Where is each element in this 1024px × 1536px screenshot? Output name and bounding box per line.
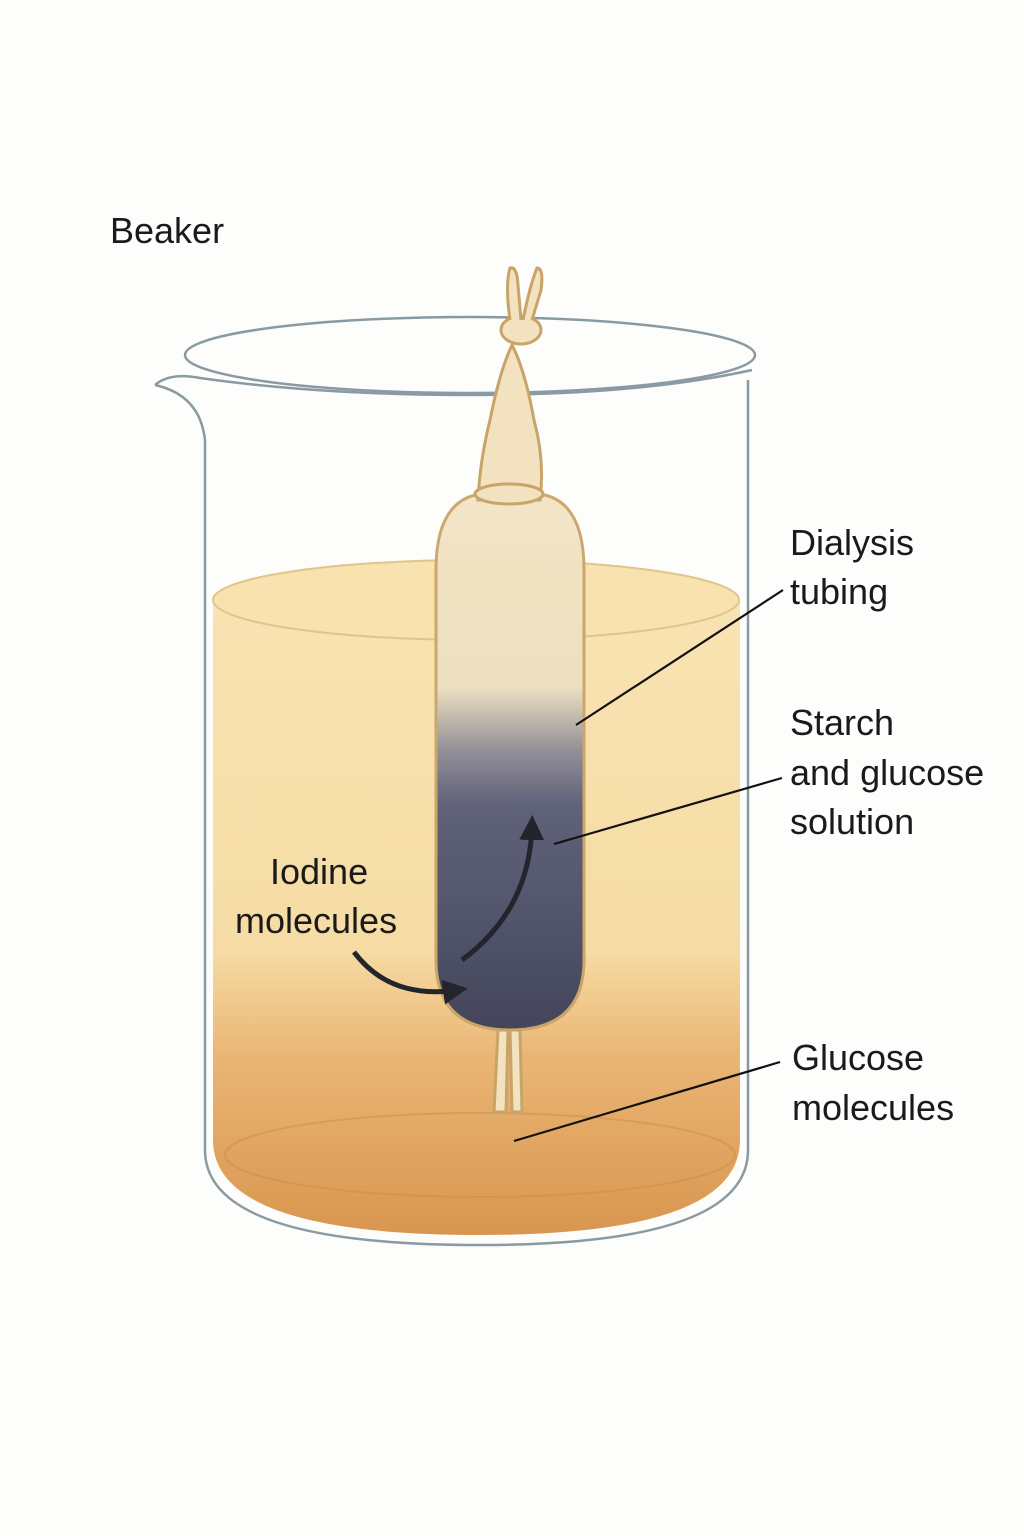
svg-text:solution: solution	[790, 801, 914, 842]
arrow-into-tubing	[352, 950, 468, 1005]
leader-starch	[553, 776, 783, 846]
svg-text:Starch: Starch	[790, 702, 894, 743]
beaker-bottom-ellipse	[224, 1112, 736, 1198]
label-iodine: Iodine molecules	[235, 851, 397, 941]
leader-lines	[513, 589, 784, 1143]
svg-text:Dialysis: Dialysis	[790, 522, 914, 563]
svg-text:Iodine: Iodine	[270, 851, 368, 892]
beaker	[154, 315, 757, 1247]
leader-dialysis	[575, 589, 784, 726]
svg-text:molecules: molecules	[235, 900, 397, 941]
dialysis-tubing	[434, 266, 586, 1114]
label-glucose: Glucose molecules	[792, 1037, 954, 1128]
svg-text:Glucose: Glucose	[792, 1037, 924, 1078]
svg-text:tubing: tubing	[790, 571, 888, 612]
iodine-arrows	[352, 815, 545, 1005]
label-beaker: Beaker	[110, 210, 224, 251]
label-dialysis-tubing: Dialysis tubing	[790, 522, 914, 612]
svg-text:and glucose: and glucose	[790, 752, 984, 793]
label-starch-glucose: Starch and glucose solution	[790, 702, 984, 842]
arrow-upward	[460, 815, 545, 963]
svg-text:molecules: molecules	[792, 1087, 954, 1128]
leader-glucose	[513, 1060, 781, 1143]
